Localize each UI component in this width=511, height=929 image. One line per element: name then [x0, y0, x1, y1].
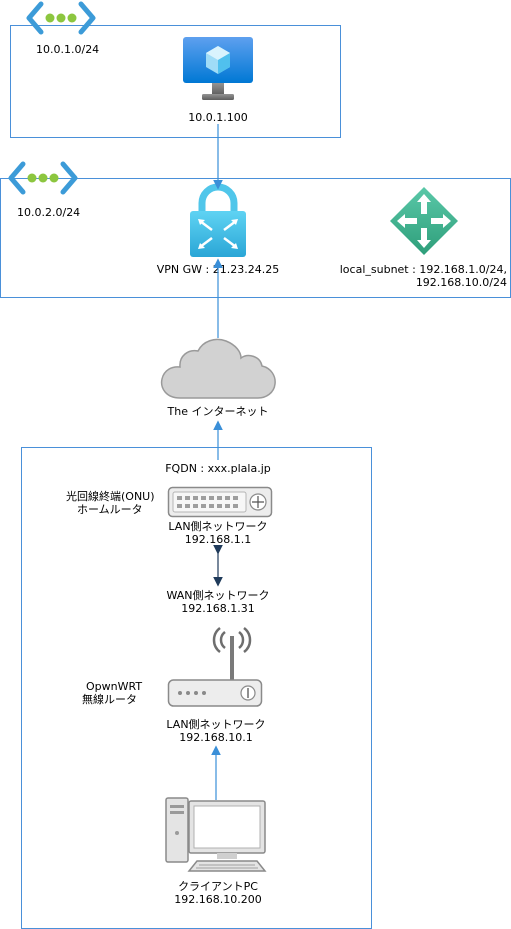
wan-label: WAN側ネットワーク — [166, 589, 270, 602]
local-subnet-line2: 192.168.10.0/24 — [415, 276, 507, 289]
onu-label-line1: 光回線終端(ONU) — [66, 490, 155, 503]
internet-label: The インターネット — [167, 405, 269, 418]
vnet2-icon — [8, 161, 78, 195]
route-table-icon — [390, 187, 458, 255]
vm-ip-label: 10.0.1.100 — [188, 111, 248, 124]
router-lan-ip: 192.168.10.1 — [179, 731, 253, 744]
router-lan-label: LAN側ネットワーク — [166, 718, 266, 731]
vnet2-cidr: 10.0.2.0/24 — [17, 206, 81, 219]
router-label-line1: OpwnWRT — [86, 680, 143, 693]
fqdn-label: FQDN : xxx.plala.jp — [165, 462, 271, 475]
wan-ip: 192.168.1.31 — [181, 602, 255, 615]
router-label-line2: 無線ルータ — [82, 693, 137, 706]
client-pc-icon — [165, 797, 267, 872]
vnet1-icon — [26, 1, 96, 35]
client-pc-label: クライアントPC — [178, 880, 258, 893]
onu-lan-ip: 192.168.1.1 — [184, 533, 252, 546]
vnet1-cidr: 10.0.1.0/24 — [36, 43, 100, 56]
local-subnet-line1: local_subnet : 192.168.1.0/24, — [339, 263, 507, 276]
virtual-machine-icon — [183, 37, 253, 100]
onu-lan-label: LAN側ネットワーク — [168, 520, 268, 533]
cloud-icon — [160, 338, 276, 399]
client-pc-ip: 192.168.10.200 — [174, 893, 262, 906]
onu-label-line2: ホームルータ — [77, 503, 143, 516]
wireless-router-icon — [167, 627, 263, 707]
onu-router-icon — [167, 486, 273, 518]
vnet1-container — [10, 25, 341, 138]
